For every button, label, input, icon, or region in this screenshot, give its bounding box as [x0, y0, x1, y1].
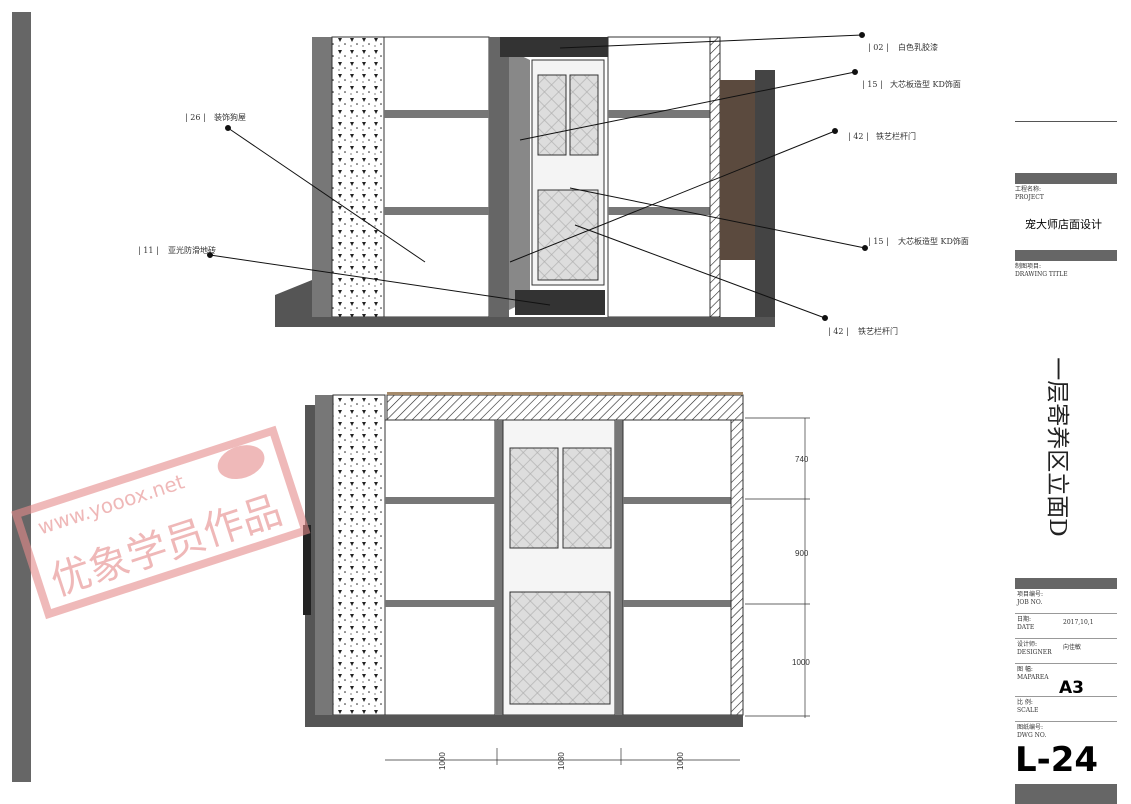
dwg-label-en: DWG NO.	[1017, 732, 1047, 739]
drawing-label-en: DRAWING TITLE	[1015, 271, 1068, 278]
annotation-text: 白色乳胶漆	[898, 42, 938, 52]
date-label-en: DATE	[1017, 624, 1035, 631]
annotation-text: 装饰狗屋	[214, 112, 246, 122]
annotation-num: | 26 |	[185, 113, 206, 122]
date-row: 日期:DATE 2017,10,1	[1015, 614, 1117, 639]
project-name: 宠大师店面设计	[1025, 218, 1102, 231]
maparea-label-cn: 图 幅:	[1017, 666, 1033, 673]
annotation-text: 铁艺栏杆门	[876, 131, 916, 141]
dimension-label: 1000	[438, 752, 447, 770]
date-label-cn: 日期:	[1017, 616, 1032, 623]
top-elevation	[275, 36, 775, 327]
designer-label-en: DESIGNER	[1017, 649, 1052, 656]
annotation-text: 大芯板造型 KD饰面	[898, 236, 969, 246]
annotation-num: | 15 |	[862, 80, 883, 89]
annotation-num: | 11 |	[138, 246, 159, 255]
title-block-project: 工程名称: PROJECT 宠大师店面设计	[1015, 173, 1117, 232]
dimension-label: 900	[795, 549, 809, 558]
job-label-cn: 项目编号:	[1017, 591, 1044, 598]
annotation-leaders	[207, 32, 868, 321]
dwg-label-cn: 图纸编号:	[1017, 724, 1044, 731]
bottom-elevation	[303, 392, 744, 727]
title-block-top-rule	[1015, 121, 1117, 122]
job-row: 项目编号:JOB NO.	[1015, 589, 1117, 614]
dimension-label: 740	[795, 455, 809, 464]
drawing-title: 一层寄养区立面D	[1044, 357, 1070, 537]
designer-row: 设计师:DESIGNER 向佳敏	[1015, 639, 1117, 664]
scale-label-en: SCALE	[1017, 707, 1039, 714]
designer-value: 向佳敏	[1063, 644, 1082, 651]
elephant-logo-icon	[217, 445, 265, 480]
dimension-label: 1000	[676, 752, 685, 770]
title-block-drawing: 制图项目: DRAWING TITLE	[1015, 250, 1117, 279]
dimension-lines	[385, 417, 810, 765]
annotation-text: 大芯板造型 KD饰面	[890, 79, 961, 89]
scale-label-cn: 比 例:	[1017, 699, 1033, 706]
watermark: www.yooox.net 优象学员作品	[11, 425, 311, 620]
maparea-row: 图 幅:MAPAREA A3	[1015, 664, 1117, 698]
sheet-border-bar	[12, 12, 31, 782]
project-label-cn: 工程名称:	[1015, 186, 1042, 193]
annotation-text: 亚光防滑地砖	[168, 245, 216, 255]
date-value: 2017,10,1	[1063, 619, 1094, 626]
scale-row: 比 例:SCALE	[1015, 697, 1117, 722]
maparea-value: A3	[1059, 678, 1084, 698]
maparea-label-en: MAPAREA	[1017, 674, 1049, 681]
title-block-info: 项目编号:JOB NO. 日期:DATE 2017,10,1 设计师:DESIGN…	[1015, 578, 1117, 804]
title-block-bottom-bar	[1015, 784, 1117, 804]
annotation-num: | 02 |	[868, 43, 889, 52]
job-label-en: JOB NO.	[1017, 599, 1043, 606]
project-label-en: PROJECT	[1015, 194, 1044, 201]
annotation-num: | 42 |	[848, 132, 869, 141]
annotation-num: | 42 |	[828, 327, 849, 336]
drawing-number: L-24	[1015, 740, 1099, 780]
dwg-row: 图纸编号:DWG NO.	[1015, 722, 1117, 742]
dimension-label: 1080	[557, 752, 566, 770]
designer-label-cn: 设计师:	[1017, 641, 1038, 648]
dimension-label: 1000	[792, 658, 810, 667]
annotation-text: 铁艺栏杆门	[858, 326, 898, 336]
drawing-label-cn: 制图项目:	[1015, 263, 1042, 270]
annotation-num: | 15 |	[868, 237, 889, 246]
